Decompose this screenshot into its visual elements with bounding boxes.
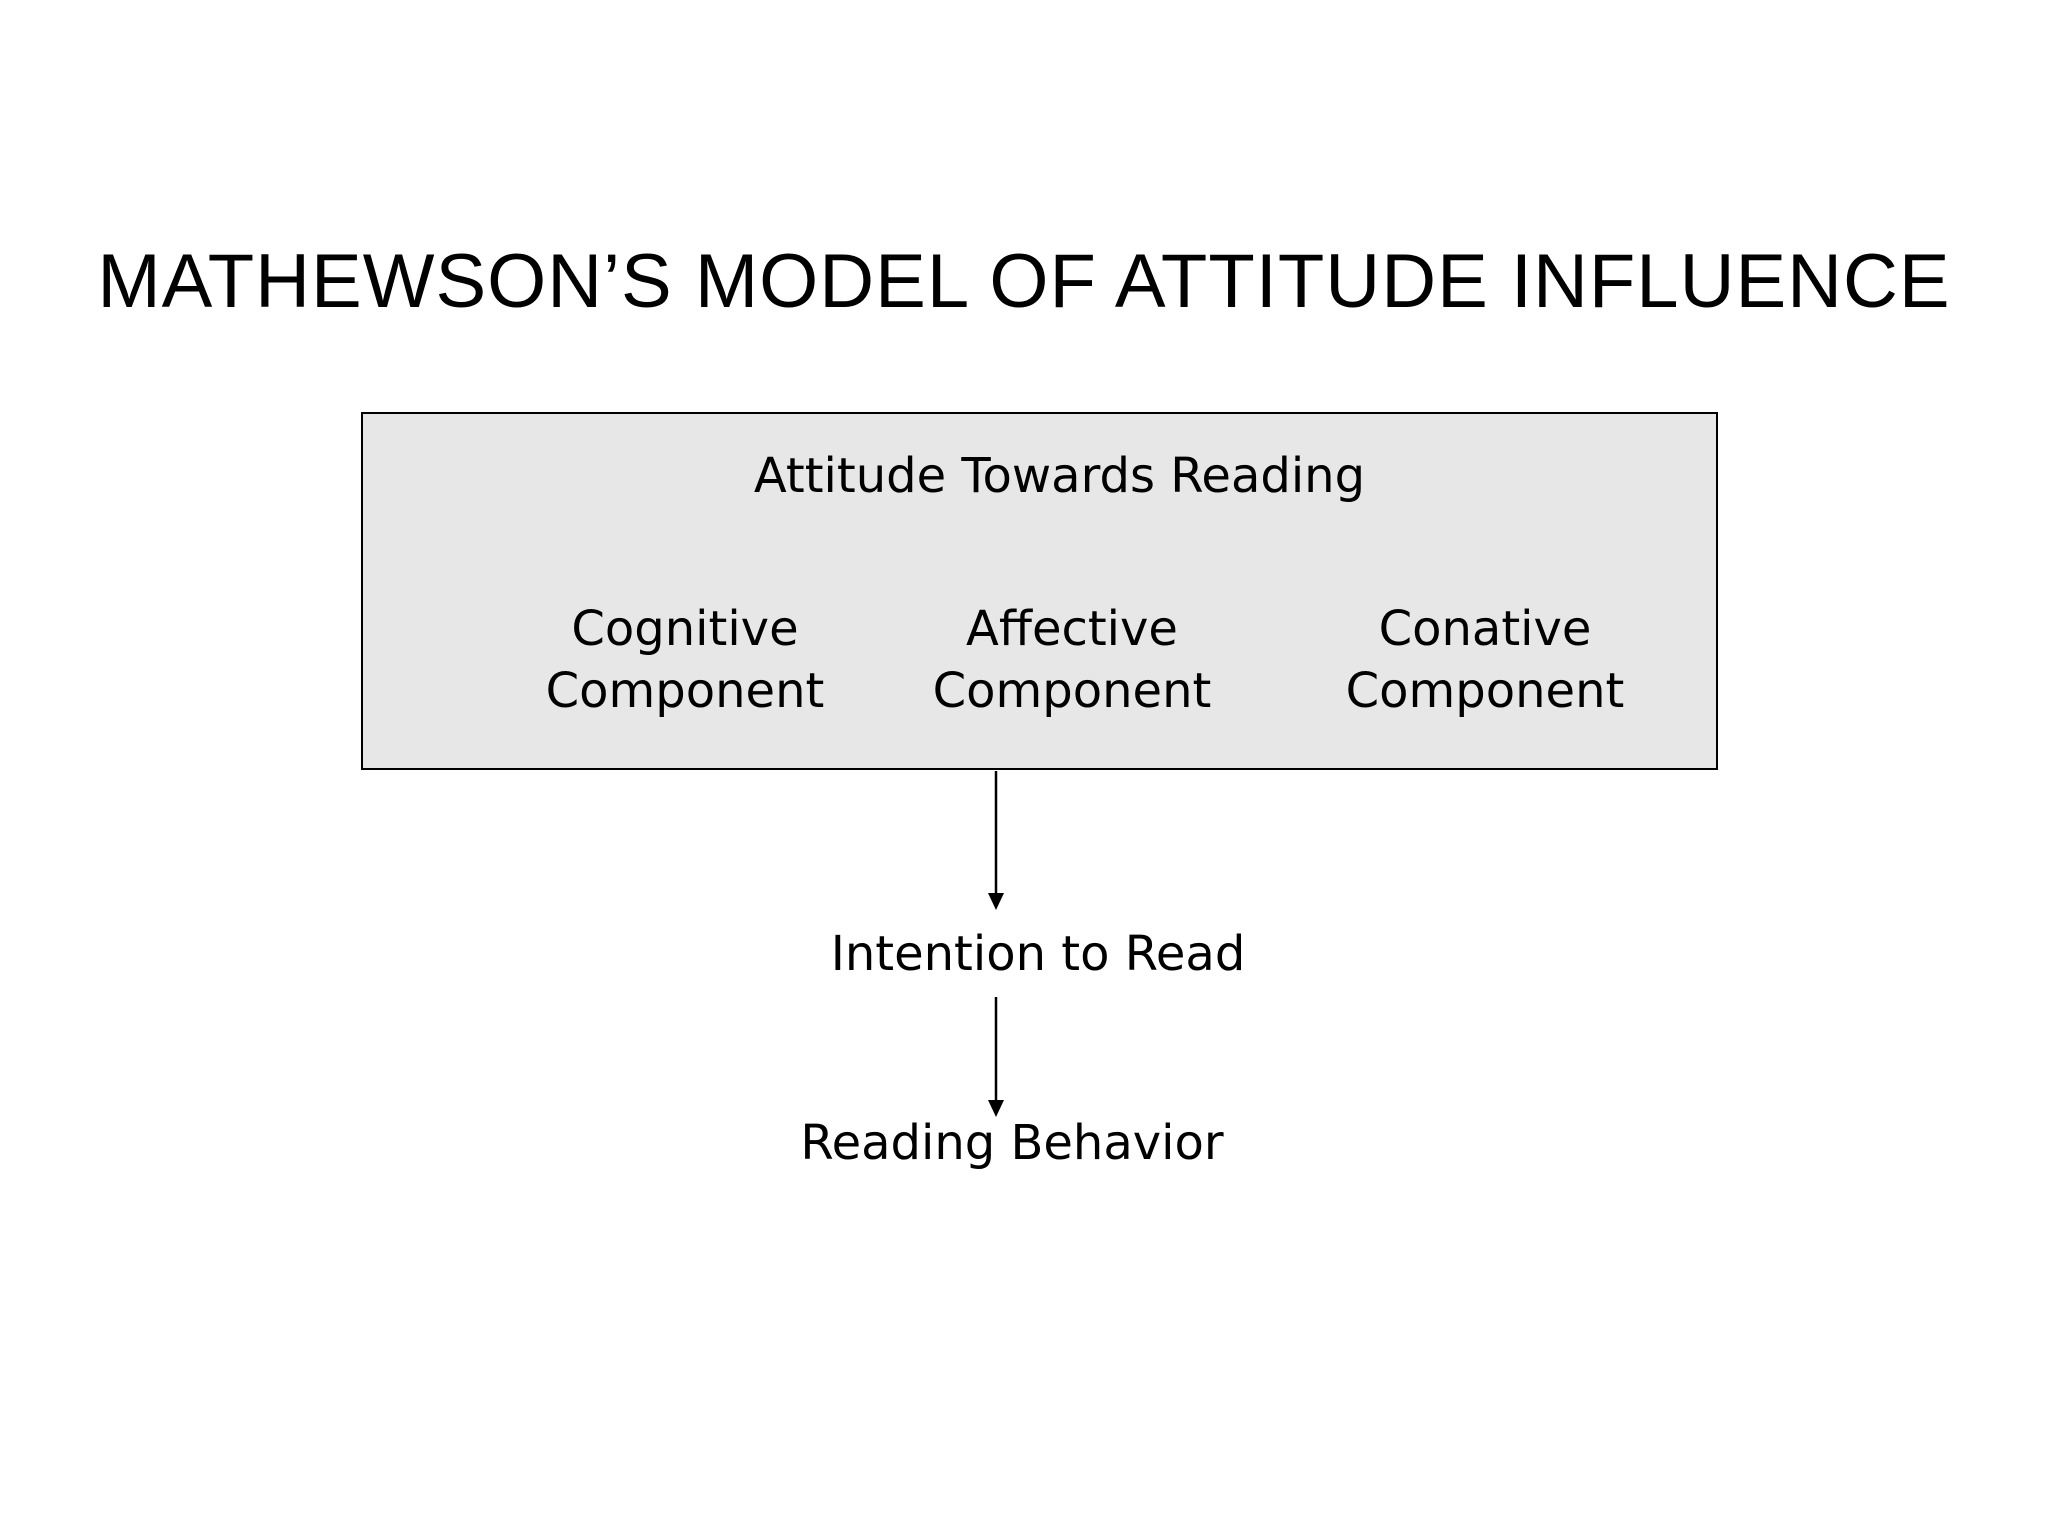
intention-to-read-node: Intention to Read	[830, 926, 1246, 982]
arrow-attitude-to-intention	[988, 771, 1004, 910]
affective-component-line1: Affective	[966, 601, 1178, 657]
cognitive-component-line2: Component	[545, 663, 825, 719]
conative-component: Conative Component	[1325, 598, 1645, 722]
cognitive-component-line1: Cognitive	[571, 601, 799, 657]
conative-component-line1: Conative	[1378, 601, 1592, 657]
conative-component-line2: Component	[1345, 663, 1625, 719]
slide-title: MATHEWSON’S MODEL OF ATTITUDE INFLUENCE	[97, 239, 1951, 324]
cognitive-component: Cognitive Component	[525, 598, 845, 722]
arrow-intention-to-behavior	[988, 997, 1004, 1117]
attitude-heading: Attitude Towards Reading	[753, 448, 1366, 504]
affective-component-line2: Component	[932, 663, 1212, 719]
reading-behavior-node: Reading Behavior	[800, 1115, 1224, 1171]
attitude-box: Attitude Towards Reading Cognitive Compo…	[361, 412, 1718, 770]
affective-component: Affective Component	[912, 598, 1232, 722]
